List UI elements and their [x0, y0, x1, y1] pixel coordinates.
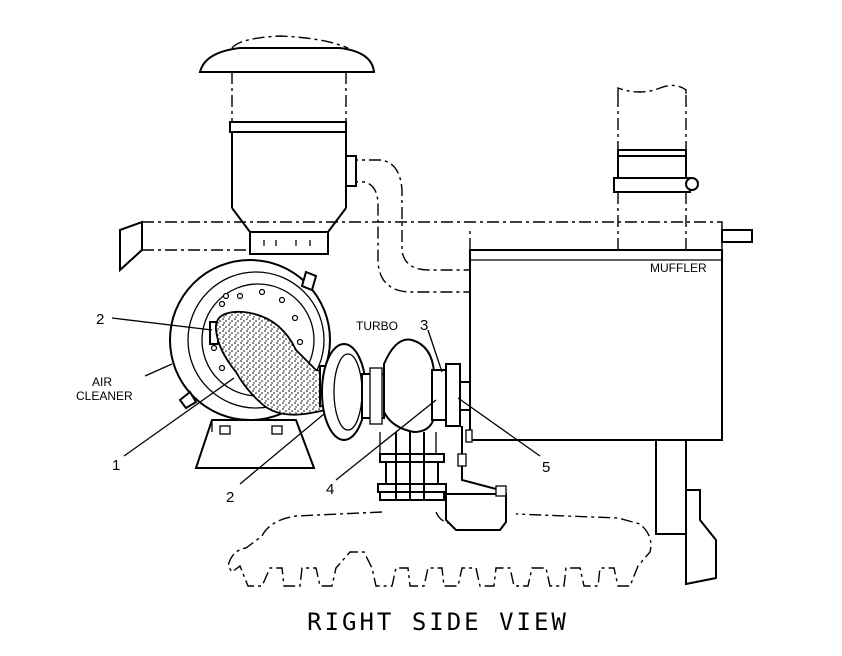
frame-rail: [119, 220, 753, 273]
muffler-label: MUFFLER: [650, 261, 707, 275]
callout-2-bottom: 2: [226, 489, 234, 506]
diagram-title: RIGHT SIDE VIEW: [307, 608, 569, 636]
callout-2-top: 2: [96, 311, 104, 328]
leader-lines: [111, 317, 541, 485]
turbocharger: [321, 338, 471, 454]
turbo-label: TURBO: [356, 319, 398, 333]
callout-1: 1: [112, 457, 120, 474]
intake-pipe: [345, 155, 470, 293]
air-cleaner-label-line2: CLEANER: [76, 389, 133, 403]
air-cleaner-label-line1: AIR: [92, 375, 112, 389]
callout-5: 5: [542, 459, 550, 476]
callout-4: 4: [326, 481, 334, 498]
air-cleaner-bracket: [194, 419, 316, 469]
exhaust-stack: [613, 84, 699, 250]
precleaner-cap: [198, 35, 376, 73]
muffler: [469, 230, 723, 586]
exhaust-manifold: [227, 511, 652, 587]
callout-3: 3: [420, 317, 428, 334]
turbo-support: [377, 432, 447, 501]
air-cleaner-canister: [229, 72, 347, 255]
muffler-bracket: [445, 426, 507, 531]
